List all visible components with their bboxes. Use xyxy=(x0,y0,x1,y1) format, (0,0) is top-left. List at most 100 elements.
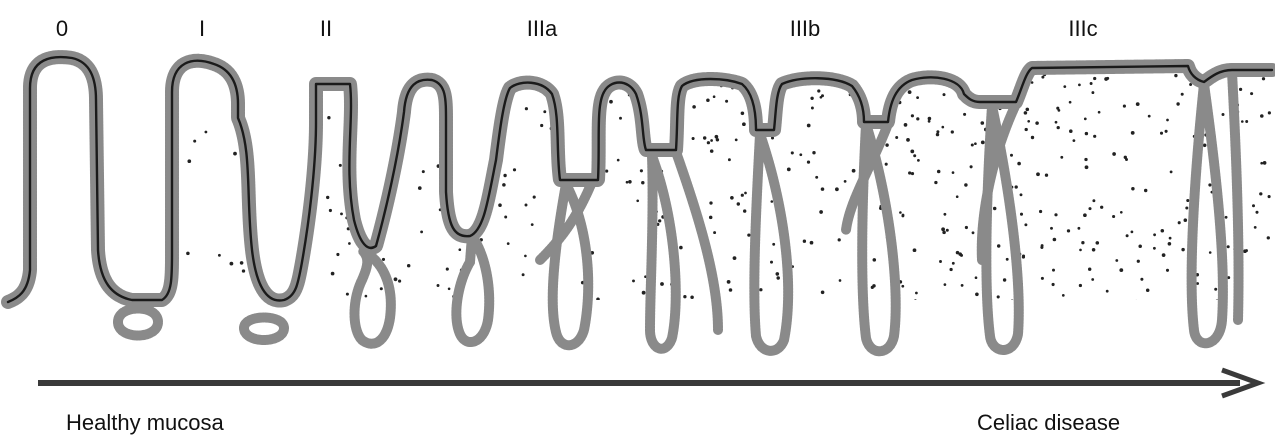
lymphocyte-dot xyxy=(716,138,719,141)
lymphocyte-dot xyxy=(936,130,939,133)
lymphocyte-dot xyxy=(1085,165,1089,169)
lymphocyte-dot xyxy=(1107,309,1111,313)
lymphocyte-dot xyxy=(605,170,608,173)
lymphocyte-dot xyxy=(1241,120,1244,123)
crypt-iiib-1 xyxy=(650,156,676,349)
lymphocyte-dot xyxy=(1036,172,1040,176)
lymphocyte-dot xyxy=(762,104,766,108)
lymphocyte-dot xyxy=(744,192,747,195)
lymphocyte-dot xyxy=(873,258,877,262)
lymphocyte-dot xyxy=(947,349,950,352)
lymphocyte-dot xyxy=(295,343,298,346)
lymphocyte-dot xyxy=(1260,162,1263,165)
lymphocyte-dot xyxy=(502,183,506,187)
lymphocyte-dot xyxy=(1234,328,1237,331)
lymphocyte-dot xyxy=(1060,156,1063,159)
lymphocyte-dot xyxy=(899,211,902,214)
lymphocyte-dot xyxy=(1091,91,1094,94)
lymphocyte-dot xyxy=(1079,249,1082,252)
progression-arrow xyxy=(38,370,1258,396)
lymphocyte-dot xyxy=(1140,278,1143,281)
lymphocyte-dot xyxy=(679,246,683,250)
crypt-iiia-1 xyxy=(456,236,489,342)
lymphocyte-dot xyxy=(380,287,383,290)
lymphocyte-dot xyxy=(619,117,622,120)
lymphocyte-dot xyxy=(446,268,449,271)
lymphocyte-dot xyxy=(908,90,912,94)
lymphocyte-dot xyxy=(932,333,936,337)
lymphocyte-dot xyxy=(692,137,695,140)
lymphocyte-dot xyxy=(187,159,191,163)
lymphocyte-dot xyxy=(1079,284,1082,287)
lymphocyte-dot xyxy=(1081,241,1084,244)
lymphocyte-dot xyxy=(715,135,719,139)
lymphocyte-dot xyxy=(329,209,332,212)
lymphocyte-dot xyxy=(710,149,714,153)
lymphocyte-dot xyxy=(277,219,280,222)
lymphocyte-dot xyxy=(956,321,959,324)
lymphocyte-dot xyxy=(418,186,422,190)
lymphocyte-dot xyxy=(1017,162,1021,166)
lymphocyte-dot xyxy=(906,138,910,142)
lymphocyte-dot xyxy=(230,262,234,266)
lymphocyte-dot xyxy=(1263,161,1267,165)
lymphocyte-dot xyxy=(1208,351,1211,354)
lymphocyte-dot xyxy=(435,332,438,335)
lymphocyte-dot xyxy=(807,160,810,163)
lymphocyte-dot xyxy=(821,94,824,97)
lymphocyte-dot xyxy=(936,133,939,136)
lymphocyte-dot xyxy=(1255,211,1258,214)
lymphocyte-dot xyxy=(964,183,967,186)
lymphocyte-dot xyxy=(1242,345,1245,348)
lymphocyte-dot xyxy=(1210,330,1214,334)
lymphocyte-dot xyxy=(558,73,562,77)
lymphocyte-dot xyxy=(952,262,955,265)
lymphocyte-dot xyxy=(975,292,979,296)
lymphocyte-dot xyxy=(504,216,507,219)
lymphocyte-dot xyxy=(618,307,621,310)
lymphocyte-dot xyxy=(1186,199,1189,202)
lymphocyte-dot xyxy=(733,358,737,362)
crypt-iiic-2 xyxy=(1192,84,1223,343)
lymphocyte-dot xyxy=(467,75,470,78)
lymphocyte-dot xyxy=(1184,218,1188,222)
lymphocyte-dot xyxy=(1148,115,1151,118)
lymphocyte-dot xyxy=(374,184,377,187)
lymphocyte-dot xyxy=(1153,247,1156,250)
lymphocyte-dot xyxy=(1073,139,1076,142)
lymphocyte-dot xyxy=(339,164,342,167)
lymphocyte-dot xyxy=(1254,302,1257,305)
lymphocyte-dot xyxy=(1091,278,1094,281)
lymphocyte-dot xyxy=(463,147,467,151)
lymphocyte-dot xyxy=(394,100,397,103)
lymphocyte-dot xyxy=(1161,229,1165,233)
lymphocyte-dot xyxy=(1045,174,1048,177)
lymphocyte-dot xyxy=(277,202,280,205)
lymphocyte-dot xyxy=(843,322,846,325)
lymphocyte-dot xyxy=(1263,314,1266,317)
lymphocyte-dot xyxy=(1245,120,1248,123)
lymphocyte-dot xyxy=(1006,258,1009,261)
lymphocyte-dot xyxy=(832,341,836,345)
lymphocyte-dot xyxy=(1004,88,1007,91)
lymphocyte-dot xyxy=(1227,245,1230,248)
lymphocyte-dot xyxy=(1239,88,1242,91)
lymphocyte-dot xyxy=(1088,207,1091,210)
lymphocyte-dot xyxy=(597,340,600,343)
lymphocyte-dot xyxy=(939,260,942,263)
lymphocyte-dot xyxy=(641,181,644,184)
lymphocyte-dot xyxy=(743,209,746,212)
lymphocyte-dot xyxy=(617,317,621,321)
lymphocyte-dot xyxy=(531,223,534,226)
lymphocyte-dot xyxy=(543,110,546,113)
lymphocyte-dot xyxy=(273,185,276,188)
lymphocyte-dot xyxy=(240,261,244,265)
lymphocyte-dot xyxy=(1098,111,1101,114)
lymphocyte-dot xyxy=(507,242,510,245)
lymphocyte-dot xyxy=(671,74,674,77)
lymphocyte-dot xyxy=(970,165,973,168)
lymphocyte-dot xyxy=(741,194,744,197)
lymphocyte-dot xyxy=(1067,229,1070,232)
lymphocyte-dot xyxy=(959,322,962,325)
